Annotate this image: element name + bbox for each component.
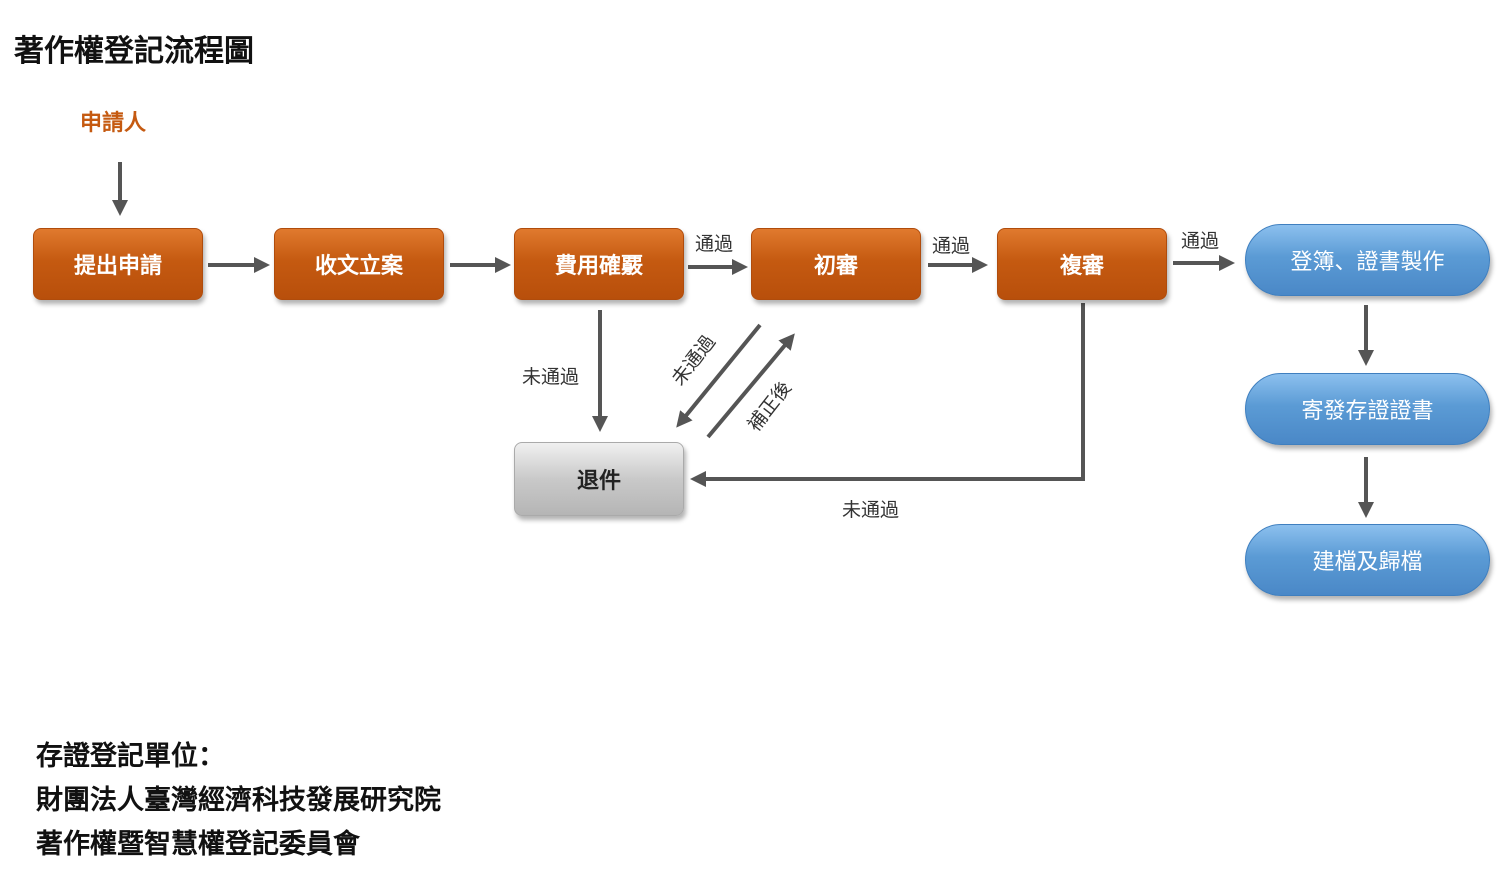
pass-label: 通過: [695, 233, 734, 255]
footer-committee: 著作權暨智慧權登記委員會: [36, 829, 360, 860]
arrow: [690, 303, 1085, 487]
footer-org: 財團法人臺灣經濟科技發展研究院: [36, 785, 441, 816]
step-reject: 退件: [514, 442, 684, 516]
step-archive: 建檔及歸檔: [1245, 524, 1490, 596]
arrow: [706, 333, 795, 439]
step-send: 寄發存證證書: [1245, 373, 1490, 445]
step-register: 登簿、證書製作: [1245, 224, 1490, 296]
arrow: [676, 323, 762, 428]
pass-label: 通過: [932, 235, 971, 257]
step-receive: 收文立案: [274, 228, 444, 300]
footer: 存證登記單位： 財團法人臺灣經濟科技發展研究院 著作權暨智慧權登記委員會: [36, 735, 441, 867]
step-initial: 初審: [751, 228, 921, 300]
step-submit: 提出申請: [33, 228, 203, 300]
step-review: 複審: [997, 228, 1167, 300]
page-title: 著作權登記流程圖: [14, 34, 254, 69]
fail-label: 未通過: [842, 499, 900, 521]
pass-label: 通過: [1181, 230, 1220, 252]
footer-heading: 存證登記單位：: [36, 741, 225, 772]
applicant-label: 申請人: [80, 111, 147, 136]
step-fee: 費用確覈: [514, 228, 684, 300]
fail-label: 未通過: [522, 366, 580, 388]
